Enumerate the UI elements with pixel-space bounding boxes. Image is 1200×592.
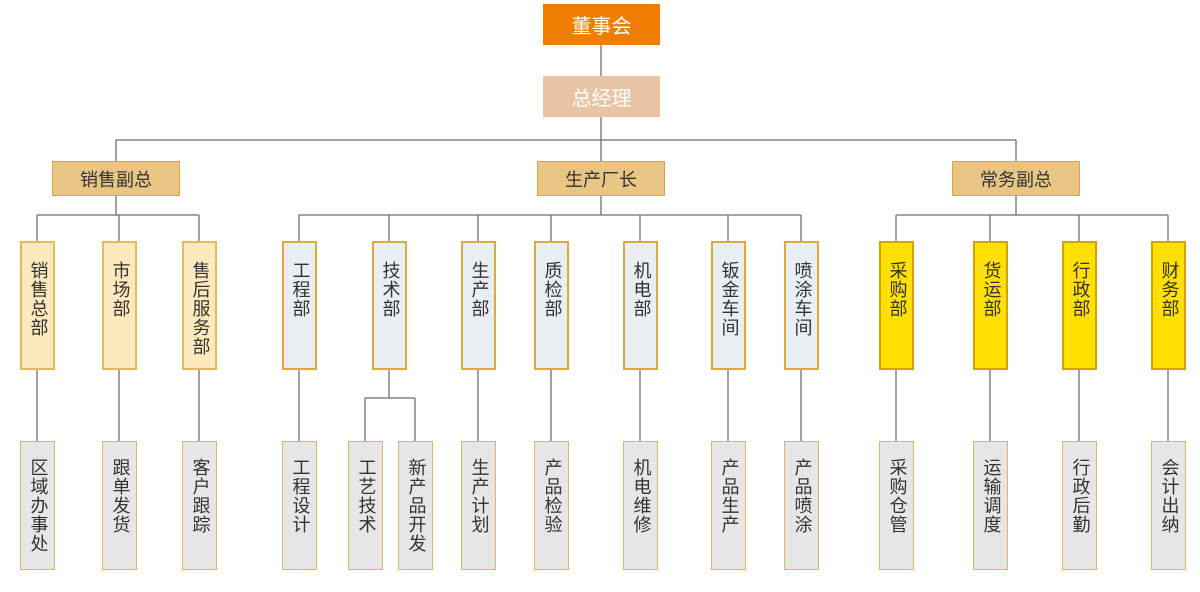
department-node: 货运部 <box>973 241 1008 370</box>
department-node: 喷涂车间 <box>784 241 819 370</box>
department-node: 工程部 <box>282 241 317 370</box>
unit-node: 工艺技术 <box>348 441 383 570</box>
department-node: 钣金车间 <box>711 241 746 370</box>
department-node: 售后服务部 <box>182 241 217 370</box>
unit-node: 跟单发货 <box>102 441 137 570</box>
department-node: 质检部 <box>534 241 569 370</box>
unit-node: 区域办事处 <box>20 441 55 570</box>
department-node: 生产部 <box>461 241 496 370</box>
unit-node: 客户跟踪 <box>182 441 217 570</box>
department-node: 财务部 <box>1151 241 1186 370</box>
unit-node: 工程设计 <box>282 441 317 570</box>
unit-node: 采购仓管 <box>879 441 914 570</box>
unit-node: 产品喷涂 <box>784 441 819 570</box>
vice-president-node: 常务副总 <box>952 161 1080 196</box>
unit-node: 产品检验 <box>534 441 569 570</box>
vice-president-node: 销售副总 <box>52 161 180 196</box>
unit-node: 产品生产 <box>711 441 746 570</box>
vice-president-node: 生产厂长 <box>537 161 665 196</box>
department-node: 销售总部 <box>20 241 55 370</box>
board-of-directors-node: 董事会 <box>543 4 660 45</box>
general-manager-node: 总经理 <box>543 76 660 117</box>
department-node: 机电部 <box>623 241 658 370</box>
unit-node: 会计出纳 <box>1151 441 1186 570</box>
unit-node: 机电维修 <box>623 441 658 570</box>
unit-node: 行政后勤 <box>1062 441 1097 570</box>
department-node: 市场部 <box>102 241 137 370</box>
department-node: 行政部 <box>1062 241 1097 370</box>
department-node: 采购部 <box>879 241 914 370</box>
unit-node: 运输调度 <box>973 441 1008 570</box>
unit-node: 生产计划 <box>461 441 496 570</box>
department-node: 技术部 <box>372 241 407 370</box>
unit-node: 新产品开发 <box>398 441 433 570</box>
